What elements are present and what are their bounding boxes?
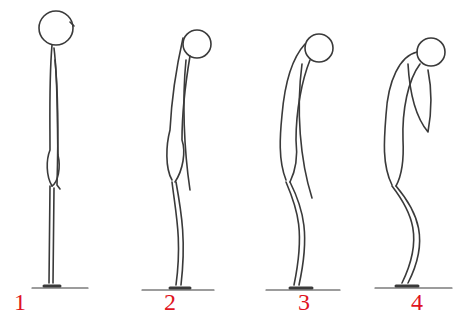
severe-stoop-figure bbox=[375, 38, 452, 288]
upright-figure bbox=[32, 11, 88, 288]
callout-number: 3 bbox=[298, 288, 310, 316]
marked-stoop-figure bbox=[266, 34, 340, 290]
callout-number: 2 bbox=[164, 288, 176, 316]
slight-stoop-figure bbox=[142, 30, 214, 290]
callout-number: 1 bbox=[14, 288, 26, 316]
callout-number: 4 bbox=[411, 288, 423, 316]
